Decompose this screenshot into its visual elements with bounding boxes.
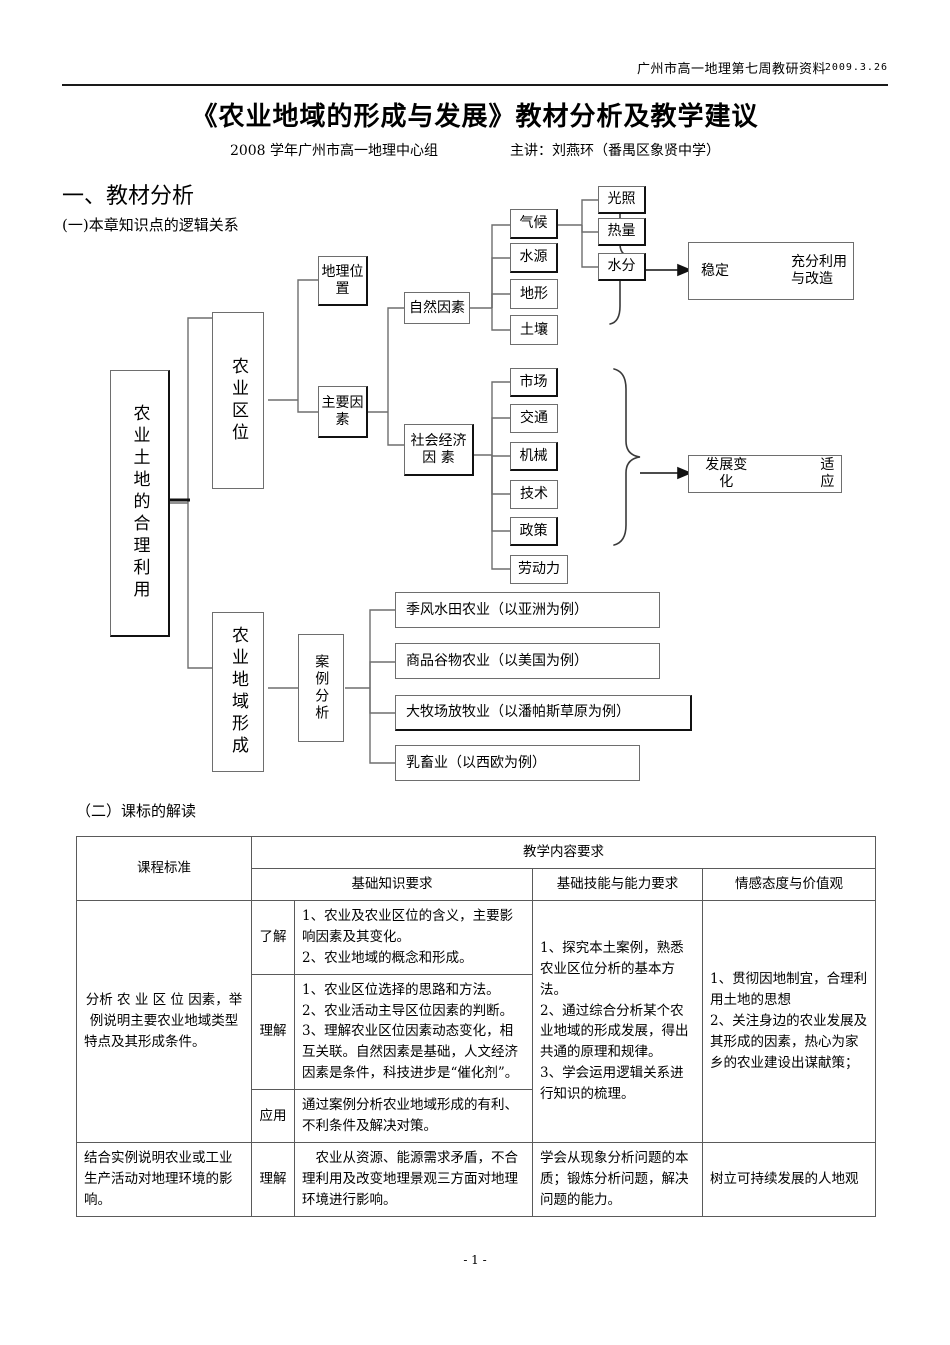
diagram-node-socio-factors: 社会经济 因 素	[404, 424, 474, 476]
outcome-stable-label: 稳定	[701, 262, 729, 279]
diagram-node-geo-position: 地理位置	[318, 256, 368, 306]
cell-level-yingyong: 应用	[251, 1089, 295, 1144]
diagram-node-machinery: 机械	[510, 442, 558, 471]
cell-skill-2: 学会从现象分析问题的本质；锻炼分析问题，解决问题的能力。	[532, 1142, 703, 1217]
diagram-case-4: 乳畜业（以西欧为例）	[395, 745, 640, 781]
outcome-stable-result-line2: 与改造	[791, 271, 833, 287]
section-heading-1: 一、教材分析	[62, 184, 195, 209]
byline-left: 2008 学年广州市高一地理中心组	[229, 143, 439, 159]
byline-right: 主讲：刘燕环（番禺区象贤中学）	[510, 143, 721, 159]
header-rule	[62, 84, 888, 86]
diagram-node-water: 水源	[510, 243, 558, 273]
diagram-node-soil: 土壤	[510, 315, 558, 345]
diagram-node-transport: 交通	[510, 404, 558, 433]
page-header: 广州市高一地理第七周教研资料 2009.3.26	[62, 58, 888, 88]
subsection-heading-a: (一)本章知识点的逻辑关系	[62, 216, 239, 234]
th-teaching-content: 教学内容要求	[251, 836, 876, 869]
subsection-heading-b: （二）课标的解读	[76, 802, 197, 820]
diagram-node-technology: 技术	[510, 480, 558, 509]
diagram-case-1: 季风水田农业（以亚洲为例）	[395, 592, 660, 628]
cell-knowledge-lijie: 1、农业区位选择的思路和方法。 2、农业活动主导区位因素的判断。 3、理解农业区…	[294, 973, 533, 1091]
cell-knowledge-yingyong: 通过案例分析农业地域形成的有利、不利条件及解决对策。	[294, 1089, 533, 1144]
th-attitude: 情感态度与价值观	[702, 867, 876, 901]
socio-factors-line2: 因 素	[422, 449, 455, 466]
table-header-row-1: 课程标准 教学内容要求	[76, 836, 876, 901]
byline: 2008 学年广州市高一地理中心组 主讲：刘燕环（番禺区象贤中学）	[0, 140, 950, 160]
diagram-outcome-stable-box: 稳定 充分利用 与改造	[688, 242, 854, 300]
page-number: - 1 -	[463, 1253, 487, 1267]
header-source: 广州市高一地理第七周教研资料	[636, 62, 826, 77]
curriculum-standard-table: 课程标准 教学内容要求 基础知识要求 基础技能与能力要求 情感态度与价值观 分析…	[76, 836, 876, 1217]
th-basic-skill: 基础技能与能力要求	[532, 867, 703, 901]
cell-standard-1: 分析 农 业 区 位 因素，举例说明主要农业地域类型特点及其形成条件。	[76, 899, 252, 1144]
diagram-node-natural-factors: 自然因素	[404, 292, 470, 324]
cell-level-lijie-2: 理解	[251, 1142, 295, 1217]
diagram-node-heat: 热量	[598, 218, 646, 246]
diagram-node-landform: 地形	[510, 279, 558, 309]
level-label: 应用	[259, 1107, 287, 1124]
page-title: 《农业地域的形成与发展》教材分析及教学建议	[191, 102, 759, 132]
diagram-node-market: 市场	[510, 368, 558, 397]
table-row: 应用 通过案例分析农业地域形成的有利、不利条件及解决对策。	[77, 1089, 876, 1144]
cell-standard-2: 结合实例说明农业或工业生产活动对地理环境的影响。	[76, 1142, 252, 1217]
table-row: 结合实例说明农业或工业生产活动对地理环境的影响。 理解 农业从资源、能源需求矛盾…	[76, 1142, 876, 1217]
outcome-stable-result-line1: 充分利用	[791, 253, 847, 270]
table-header-row-2: 基础知识要求 基础技能与能力要求 情感态度与价值观	[77, 867, 876, 901]
th-basic-knowledge: 基础知识要求	[251, 867, 533, 901]
diagram-node-moisture: 水分	[598, 253, 646, 281]
th-course-standard: 课程标准	[76, 836, 252, 901]
cell-attitude-1: 1、贯彻因地制宜，合理利用土地的思想 2、关注身边的农业发展及其形成的因素，热心…	[702, 899, 876, 1144]
diagram-node-case-analysis: 案例分析	[298, 634, 344, 742]
diagram-node-sunlight: 光照	[598, 186, 646, 214]
diagram-node-root: 农业土地的合理利用	[110, 370, 170, 637]
level-label: 理解	[259, 1170, 287, 1187]
cell-knowledge-liaojie: 1、农业及农业区位的含义，主要影响因素及其变化。 2、农业地域的概念和形成。	[294, 899, 533, 975]
diagram-node-main-factors: 主要因素	[318, 386, 368, 438]
outcome-change-result: 适应	[820, 457, 835, 490]
diagram-outcome-change-box: 发展变化 适应	[688, 455, 842, 493]
cell-level-liaojie: 了解	[251, 899, 295, 975]
diagram-node-labor: 劳动力	[510, 555, 568, 584]
diagram-case-2: 商品谷物农业（以美国为例）	[395, 643, 660, 679]
diagram-node-climate: 气候	[510, 209, 558, 239]
header-date: 2009.3.26	[824, 62, 888, 73]
table-row: 分析 农 业 区 位 因素，举例说明主要农业地域类型特点及其形成条件。 了解 1…	[76, 899, 876, 1144]
cell-knowledge-2: 农业从资源、能源需求矛盾，不合理利用及改变地理景观三方面对地理环境进行影响。	[294, 1142, 533, 1217]
cell-skill-1: 1、探究本土案例，熟悉农业区位分析的基本方法。 2、通过综合分析某个农业地域的形…	[532, 899, 703, 1144]
socio-factors-line1: 社会经济	[410, 432, 467, 449]
outcome-change-label: 发展变化	[705, 457, 748, 490]
cell-attitude-2: 树立可持续发展的人地观	[702, 1142, 876, 1217]
diagram-node-policy: 政策	[510, 517, 558, 546]
diagram-node-agri-location: 农业区位	[212, 312, 264, 489]
diagram-case-3: 大牧场放牧业（以潘帕斯草原为例）	[395, 695, 692, 731]
cell-level-lijie: 理解	[251, 973, 295, 1091]
diagram-node-agri-region: 农业地域形成	[212, 612, 264, 772]
knowledge-structure-diagram: 农业土地的合理利用 农业区位 农业地域形成 地理位置 主要因素 自然因素 社会经…	[110, 186, 854, 781]
level-label: 了解	[259, 928, 287, 945]
level-label: 理解	[259, 1023, 287, 1040]
